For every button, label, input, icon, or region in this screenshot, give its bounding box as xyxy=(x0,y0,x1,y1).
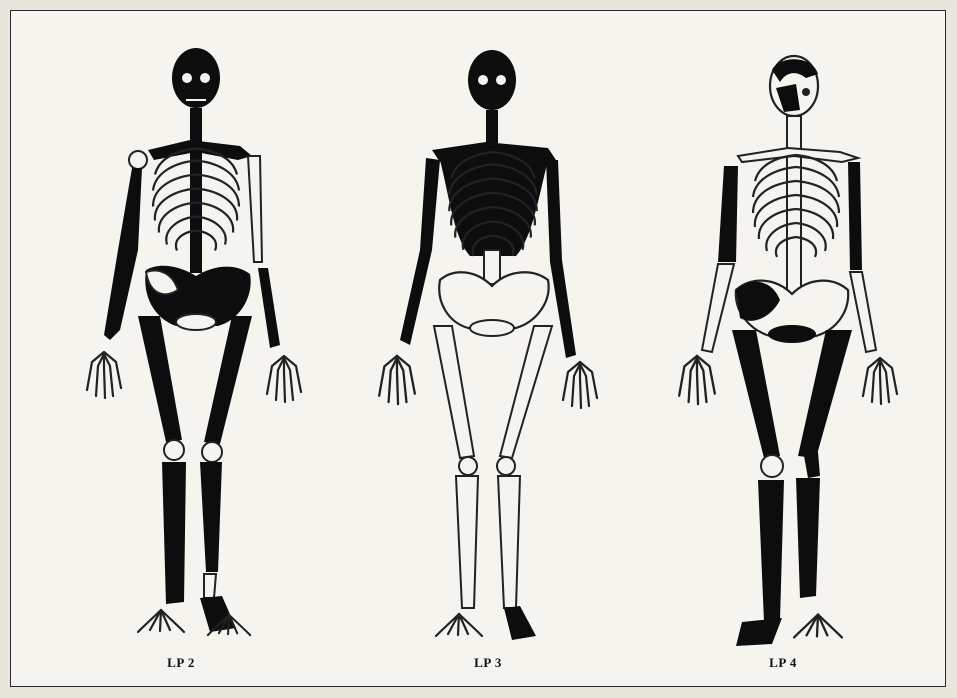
lp2-left-femur xyxy=(138,316,182,442)
lp2-left-arm xyxy=(104,168,142,340)
lp3-skull xyxy=(468,50,516,110)
skeleton-lp3 xyxy=(379,50,597,640)
label-lp2: LP 2 xyxy=(167,655,195,671)
lp3-left-arm xyxy=(400,158,440,345)
lp2-right-femur xyxy=(204,316,252,444)
skeleton-lp2 xyxy=(87,48,301,635)
lp4-spine xyxy=(787,116,801,296)
lp2-spine xyxy=(190,108,202,273)
lp3-left-leg xyxy=(434,326,474,458)
label-lp3: LP 3 xyxy=(474,655,502,671)
lp3-right-leg xyxy=(500,326,552,458)
label-lp4: LP 4 xyxy=(769,655,797,671)
lp4-right-femur xyxy=(798,330,852,458)
lp4-left-arm xyxy=(718,166,738,262)
lp4-left-femur xyxy=(732,330,780,458)
lp4-right-arm xyxy=(848,162,862,270)
skeleton-lp4 xyxy=(679,56,897,646)
